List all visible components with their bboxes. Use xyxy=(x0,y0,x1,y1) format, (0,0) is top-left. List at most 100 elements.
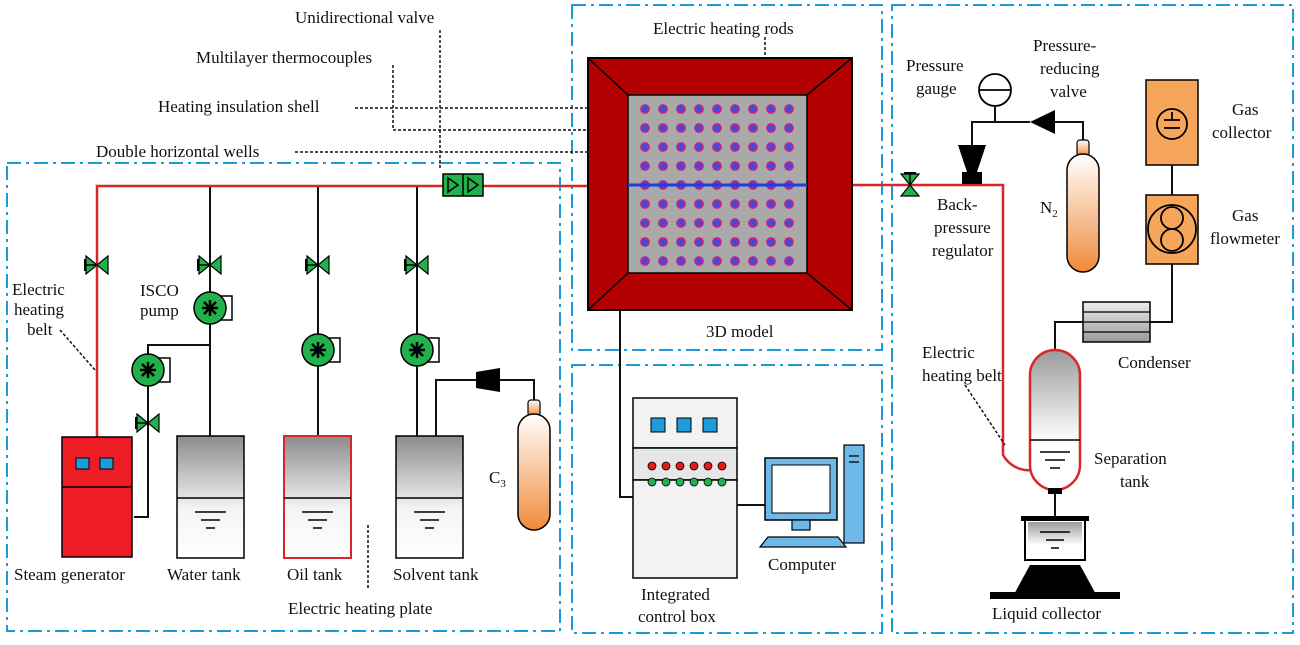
heating-rod xyxy=(730,142,740,152)
heating-rod xyxy=(658,123,668,133)
heating-rod xyxy=(676,218,686,228)
heating-rod xyxy=(784,161,794,171)
heating-rod xyxy=(784,123,794,133)
frame-control-system xyxy=(571,364,883,634)
valve-steam-supply xyxy=(135,412,160,434)
heating-rod xyxy=(712,256,722,266)
label-multilayer-thermocouples: Multilayer thermocouples xyxy=(196,48,372,67)
pump-connection-line xyxy=(134,344,210,518)
computer xyxy=(758,444,865,548)
c3-cylinder xyxy=(476,368,551,531)
valve-solvent-line xyxy=(404,254,429,276)
heating-rod xyxy=(658,199,668,209)
isco-pump-oil xyxy=(301,333,341,367)
label-heating-belt-left-line2: heating xyxy=(14,300,65,319)
heating-rod xyxy=(676,104,686,114)
heating-rod xyxy=(640,104,650,114)
label-heating-insulation-shell: Heating insulation shell xyxy=(158,97,320,116)
label-gas-collector-line2: collector xyxy=(1212,123,1272,142)
heating-rod xyxy=(640,161,650,171)
heating-rod xyxy=(694,123,704,133)
heating-rod xyxy=(748,161,758,171)
label-electric-heating-plate: Electric heating plate xyxy=(288,599,432,618)
black-pipelines xyxy=(134,107,1173,518)
heating-rod xyxy=(640,123,650,133)
heating-rod xyxy=(766,237,776,247)
label-isco-pump-line1: ISCO xyxy=(140,281,179,300)
heating-rod xyxy=(676,142,686,152)
heating-rod xyxy=(730,237,740,247)
heating-rod xyxy=(730,256,740,266)
frame-production-system xyxy=(891,4,1294,634)
heating-rod xyxy=(676,123,686,133)
n2-cylinder xyxy=(1030,110,1100,273)
label-steam-generator: Steam generator xyxy=(14,565,125,584)
label-gas-flowmeter-line2: flowmeter xyxy=(1210,229,1280,248)
label-gas-collector-line1: Gas xyxy=(1232,100,1258,119)
main-injection-line xyxy=(95,184,590,437)
label-back-pressure-line3: regulator xyxy=(932,241,994,260)
heating-rod xyxy=(748,142,758,152)
label-heating-belt-left-line1: Electric xyxy=(12,280,65,299)
valve-oil-line xyxy=(305,254,330,276)
gas-flowmeter xyxy=(1145,194,1199,265)
heating-rod xyxy=(658,161,668,171)
heating-rod xyxy=(766,199,776,209)
label-isco-pump-line2: pump xyxy=(140,301,179,320)
c3-line xyxy=(435,379,476,436)
label-double-horizontal-wells: Double horizontal wells xyxy=(96,142,259,161)
label-c3: C3 xyxy=(489,468,506,490)
heating-rod xyxy=(712,123,722,133)
heating-rod xyxy=(730,161,740,171)
heating-rod xyxy=(694,104,704,114)
heating-rod xyxy=(694,199,704,209)
label-water-tank: Water tank xyxy=(167,565,241,584)
valve-water-line xyxy=(197,254,222,276)
liquid-collector xyxy=(990,516,1120,599)
condenser-to-separator-line xyxy=(1054,321,1083,350)
label-computer: Computer xyxy=(768,555,836,574)
leader-multilayer-thermocouples xyxy=(392,65,650,131)
heating-rod xyxy=(712,104,722,114)
label-oil-tank: Oil tank xyxy=(287,565,343,584)
gas-collector xyxy=(1145,79,1199,166)
integrated-control-box xyxy=(632,397,738,579)
heated-pipelines xyxy=(95,183,1034,472)
heating-rod xyxy=(658,256,668,266)
heating-rod xyxy=(640,256,650,266)
heating-rod xyxy=(766,161,776,171)
label-solvent-tank: Solvent tank xyxy=(393,565,479,584)
heating-rod xyxy=(784,104,794,114)
heating-rod xyxy=(676,237,686,247)
heating-rod xyxy=(676,161,686,171)
isco-pump-water xyxy=(193,291,233,325)
valves xyxy=(84,172,921,434)
unidirectional-valve xyxy=(442,173,484,197)
label-heating-belt-right-line1: Electric xyxy=(922,343,975,362)
label-pressure-reducing-line2: reducing xyxy=(1040,59,1100,78)
heating-rod xyxy=(658,237,668,247)
n2-line xyxy=(971,121,1030,145)
heating-rod xyxy=(658,218,668,228)
heating-rod xyxy=(784,199,794,209)
label-control-box-line2: control box xyxy=(638,607,716,626)
label-control-box-line1: Integrated xyxy=(641,585,710,604)
heating-rod xyxy=(730,123,740,133)
heating-rod xyxy=(640,237,650,247)
heating-rod xyxy=(748,104,758,114)
label-n2: N2 xyxy=(1040,198,1058,220)
electric-heating-rods xyxy=(640,104,794,266)
heating-rod xyxy=(676,199,686,209)
heating-rod xyxy=(676,256,686,266)
heating-rod xyxy=(712,237,722,247)
leader-heating-belt-left xyxy=(59,329,96,371)
c3-regulator-to-bottle xyxy=(500,379,535,400)
flowmeter-to-condenser-line xyxy=(1150,264,1173,323)
heating-rod xyxy=(784,237,794,247)
label-pressure-gauge-line1: Pressure xyxy=(906,56,964,75)
heating-rod xyxy=(712,218,722,228)
label-pressure-reducing-line1: Pressure- xyxy=(1033,36,1097,55)
heating-rod xyxy=(658,142,668,152)
